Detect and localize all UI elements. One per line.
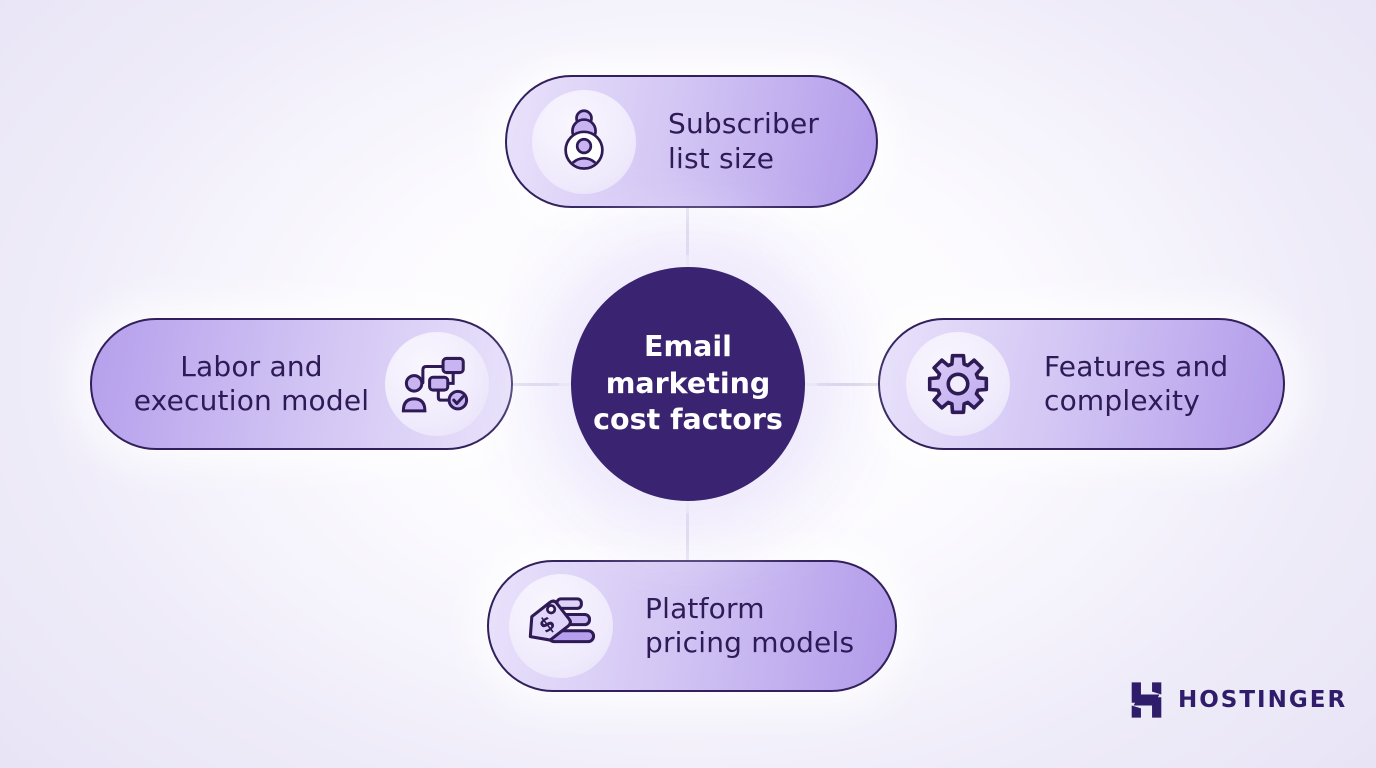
subscriber-list-icon bbox=[564, 108, 604, 170]
node-label: Labor and execution model bbox=[133, 349, 370, 417]
connector-right bbox=[803, 383, 880, 386]
gear-icon bbox=[927, 353, 989, 415]
node-label: Platform pricing models bbox=[645, 591, 855, 659]
connector-bottom bbox=[686, 499, 689, 562]
price-tag-icon: $ bbox=[528, 597, 596, 644]
brand-name: HOSTINGER bbox=[1178, 687, 1348, 713]
node-subscriber-list-size: Subscriber list size bbox=[505, 75, 878, 208]
node-label: Features and complexity bbox=[1044, 349, 1229, 417]
node-labor-and-execution-model: Labor and execution model bbox=[90, 318, 513, 450]
icon-badge bbox=[385, 332, 489, 436]
icon-badge: $ bbox=[509, 574, 613, 678]
icon-badge bbox=[532, 89, 636, 194]
connector-top bbox=[686, 208, 689, 269]
brand-lockup: HOSTINGER bbox=[1128, 681, 1347, 719]
center-node-label: Email marketing cost factors bbox=[593, 330, 783, 437]
center-node-email-marketing-cost-factors: Email marketing cost factors bbox=[571, 267, 805, 501]
node-platform-pricing-models: $ Platform pricing models bbox=[487, 560, 897, 692]
node-features-and-complexity: Features and complexity bbox=[878, 318, 1285, 450]
icon-badge bbox=[906, 332, 1010, 436]
node-label: Subscriber list size bbox=[668, 107, 820, 175]
connector-left bbox=[512, 383, 573, 386]
workflow-person-icon bbox=[401, 356, 469, 413]
hostinger-h-icon bbox=[1131, 682, 1162, 718]
